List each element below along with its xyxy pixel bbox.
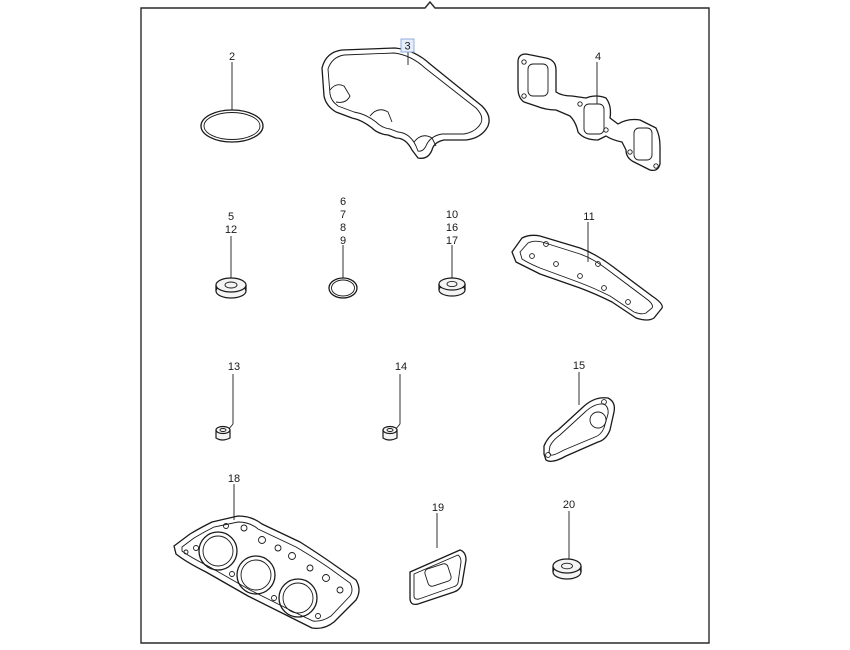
callout-7[interactable]: 7 [340,209,346,221]
callout-8[interactable]: 8 [340,222,346,234]
part-15-cover-gasket[interactable] [543,372,616,462]
callout-15[interactable]: 15 [573,360,585,372]
part-11-long-gasket[interactable] [511,222,663,321]
part-19-flange-gasket[interactable] [409,513,467,606]
part-20-washer[interactable] [552,511,582,580]
callout-12[interactable]: 12 [225,224,237,236]
diagram-frame [140,0,710,644]
part-4-manifold-gasket[interactable] [517,53,661,172]
callout-13[interactable]: 13 [228,361,240,373]
callout-16[interactable]: 16 [446,222,458,234]
part-18-head-gasket[interactable] [173,484,360,630]
callout-3-highlight [400,38,415,53]
callout-17[interactable]: 17 [446,235,458,247]
callout-11[interactable]: 11 [583,211,594,223]
part-2-o-ring[interactable] [200,62,264,143]
callout-4[interactable]: 4 [595,51,601,63]
part-3-head-cover-gasket[interactable] [321,47,490,159]
callout-2[interactable]: 2 [229,51,235,63]
part-5-12-seal-washer[interactable] [215,236,247,299]
part-13-cap-seal[interactable] [215,374,234,441]
callout-9[interactable]: 9 [340,235,346,247]
part-14-cap-seal[interactable] [382,374,401,441]
callout-3[interactable]: 3 [404,41,410,53]
callout-5[interactable]: 5 [228,211,234,223]
callout-20[interactable]: 20 [563,499,575,511]
callout-14[interactable]: 14 [395,361,407,373]
callout-10[interactable]: 10 [446,209,458,221]
callout-6[interactable]: 6 [340,196,346,208]
callout-18[interactable]: 18 [228,473,240,485]
callout-19[interactable]: 19 [432,502,444,514]
part-10-16-17-washer[interactable] [438,245,466,297]
part-6-9-small-o-ring[interactable] [328,245,358,299]
